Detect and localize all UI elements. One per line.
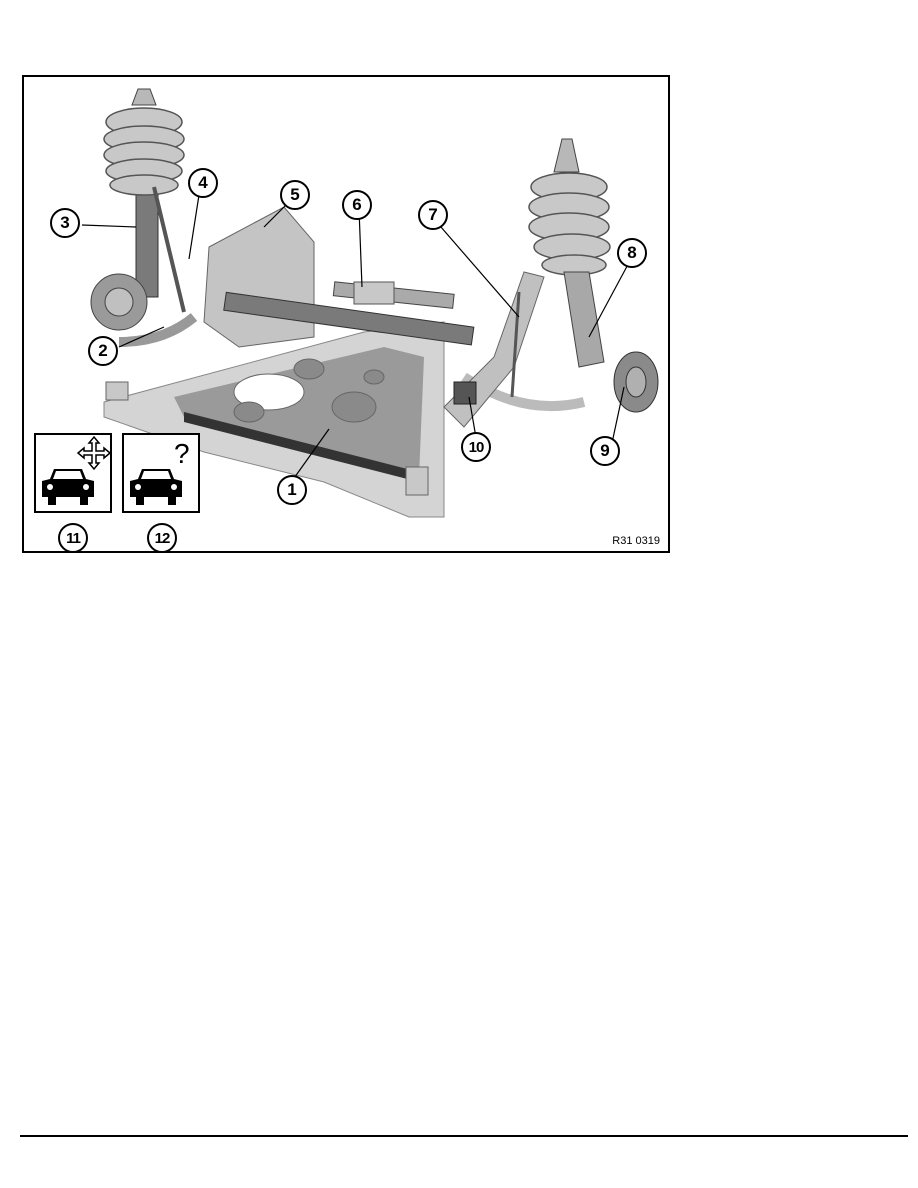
callout-2: 2: [88, 336, 118, 366]
callout-10: 10: [461, 432, 491, 462]
svg-text:?: ?: [174, 438, 190, 469]
move-arrows-car-icon: [42, 435, 110, 505]
callout-1: 1: [277, 475, 307, 505]
callout-5: 5: [280, 180, 310, 210]
callout-3: 3: [50, 208, 80, 238]
callout-6: 6: [342, 190, 372, 220]
callout-8: 8: [617, 238, 647, 268]
footer-divider: [20, 1135, 908, 1137]
callout-11: 11: [58, 523, 88, 553]
callout-4: 4: [188, 168, 218, 198]
callout-12: 12: [147, 523, 177, 553]
callout-9: 9: [590, 436, 620, 466]
vehicle-info-icon-box: ?: [122, 433, 200, 513]
figure-id-label: R31 0319: [612, 535, 660, 547]
callout-7: 7: [418, 200, 448, 230]
front-axle-illustration: [81, 88, 659, 518]
figure-frame: ? 1 2 3 4 5 6 7 8 9 10 11 12 R31 0319: [22, 75, 670, 553]
vehicle-adjust-icon-box: [34, 433, 112, 513]
question-car-icon: ?: [130, 438, 190, 505]
